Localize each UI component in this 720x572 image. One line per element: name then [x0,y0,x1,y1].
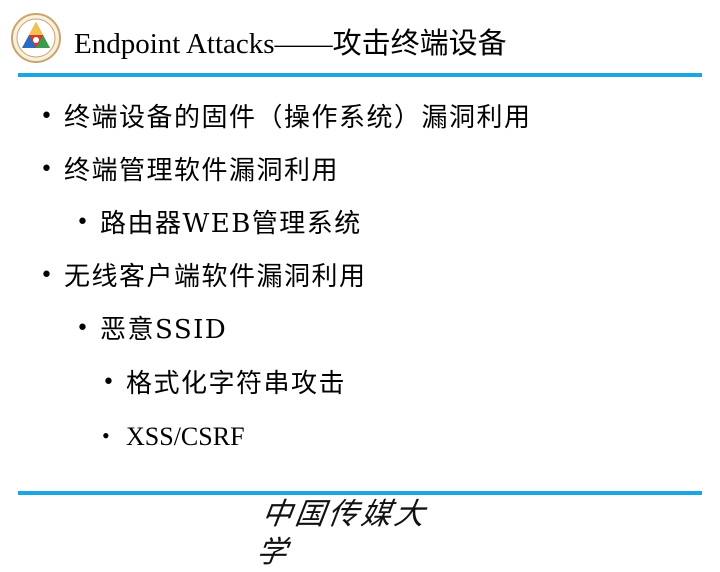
list-item-text: 终端管理软件漏洞利用 [64,156,340,186]
bullet-dot: • [102,423,110,448]
list-item-text: 无线客户端软件漏洞利用 [64,262,367,292]
list-item-text: 终端设备的固件（操作系统）漏洞利用 [64,103,532,133]
bullet-dot: • [76,316,91,341]
bullet-dot: • [102,370,117,395]
top-divider [18,73,702,77]
list-item: • 格式化字符串攻击 [102,368,347,400]
bottom-divider [18,491,702,495]
list-item: • 恶意SSID [76,314,228,346]
footer-signature: 中国传媒大学 [254,497,430,570]
list-item-text: 格式化字符串攻击 [126,369,347,399]
bullet-dot: • [40,157,55,182]
list-item: • 路由器WEB管理系统 [76,208,362,240]
bullet-dot: • [76,210,91,235]
list-item: • 无线客户端软件漏洞利用 [40,261,367,293]
bullet-list: • 终端设备的固件（操作系统）漏洞利用 • 终端管理软件漏洞利用 • 路由器WE… [40,102,532,453]
list-item: • XSS/CSRF [102,421,245,453]
list-item-text: 路由器WEB管理系统 [100,209,362,239]
list-item-text: XSS/CSRF [126,422,245,451]
slide-title: Endpoint Attacks——攻击终端设备 [74,28,507,60]
list-item: • 终端管理软件漏洞利用 [40,155,340,187]
bullet-dot: • [40,263,55,288]
bullet-dot: • [40,104,55,129]
university-emblem-icon [11,13,61,63]
list-item-text: 恶意SSID [100,315,228,345]
list-item: • 终端设备的固件（操作系统）漏洞利用 [40,102,532,134]
